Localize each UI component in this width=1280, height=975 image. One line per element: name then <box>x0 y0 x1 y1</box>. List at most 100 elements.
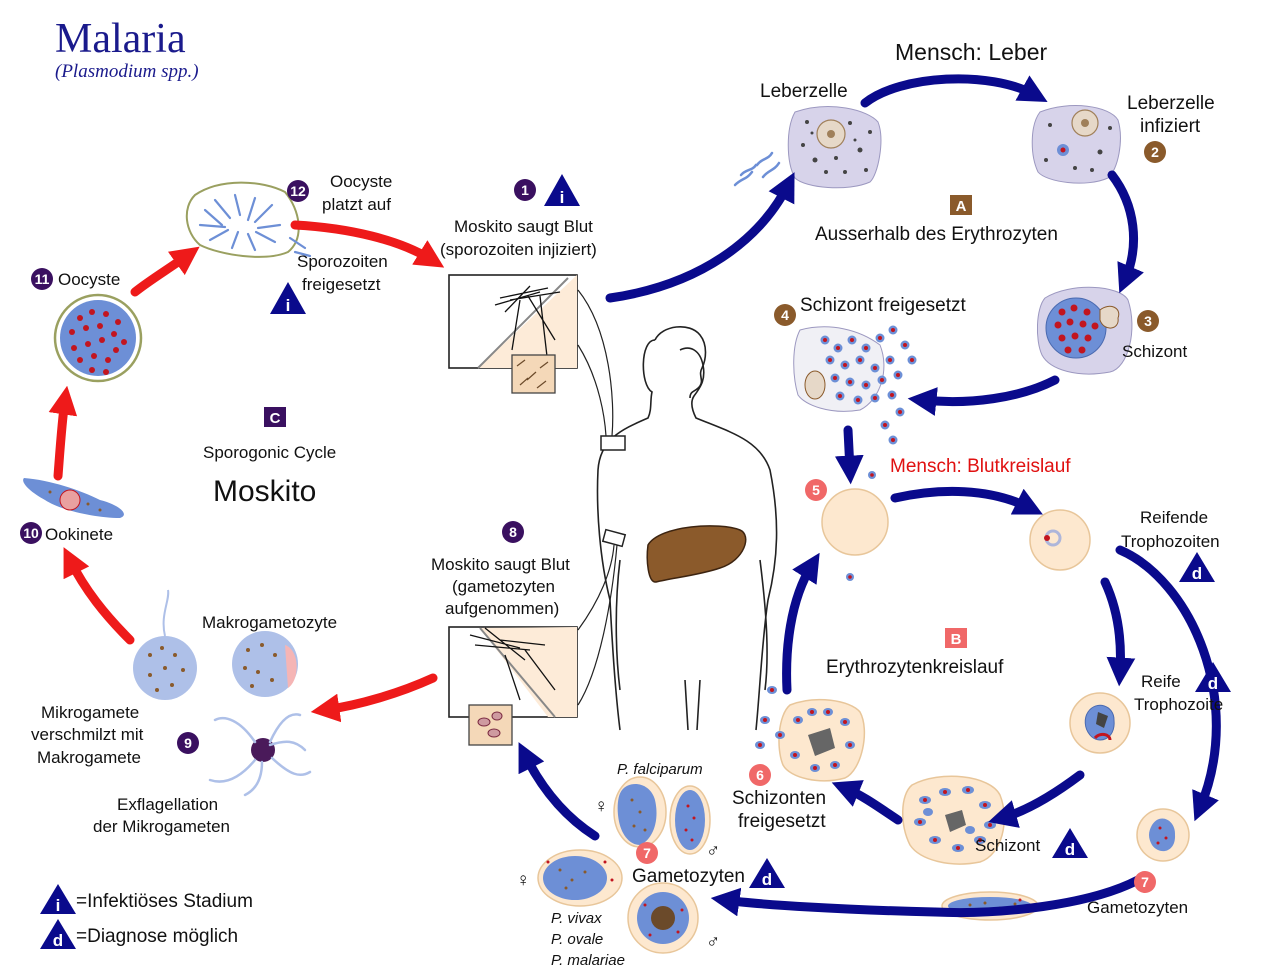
section-box-c: C <box>264 407 286 427</box>
label-erythrocyte-cycle: Erythrozytenkreislauf <box>826 657 1004 678</box>
zygote-fusion-image <box>133 589 197 700</box>
label-outside-erythrocyte: Ausserhalb des Erythrozyten <box>815 224 1058 245</box>
label-gametocytes-right: Gametozyten <box>1087 898 1188 917</box>
schizont-released <box>793 325 917 445</box>
label-p-falciparum: P. falciparum <box>617 761 703 778</box>
svg-text:i: i <box>286 296 291 315</box>
step-badge-8: 8 <box>502 521 524 543</box>
step-badge-6: 6 <box>749 764 771 786</box>
label-bite1-line2: (sporozoiten injiziert) <box>440 240 597 259</box>
oocyst-image <box>53 293 143 383</box>
label-sporozoites-1: Sporozoiten <box>297 252 388 271</box>
diagnostic-icon-mature-troph: d <box>1195 662 1231 693</box>
step-badge-5: 5 <box>805 479 827 501</box>
section-box-b: B <box>945 628 967 648</box>
label-fusion-2: verschmilzt mit <box>31 725 144 744</box>
label-fusion-1: Mikrogamete <box>41 703 139 722</box>
svg-text:7: 7 <box>1141 874 1149 890</box>
liver-cell-infected <box>1031 105 1121 184</box>
svg-text:d: d <box>1065 840 1075 859</box>
ookinete-image <box>23 478 124 518</box>
male-symbol-upper: ♂ <box>706 841 720 862</box>
connector-lines <box>577 289 618 706</box>
diagnostic-icon-immature-troph: d <box>1179 552 1215 583</box>
legend-infective-label: =Infektiöses Stadium <box>76 891 253 912</box>
liver-organ <box>646 525 747 583</box>
label-schizonts-released-2: freigesetzt <box>738 811 826 832</box>
step-badge-12: 12 <box>287 180 309 202</box>
legend-diagnostic-label: =Diagnose möglich <box>76 926 238 947</box>
label-schizont-released: Schizont freigesetzt <box>800 295 967 316</box>
svg-text:d: d <box>1208 674 1218 693</box>
svg-text:B: B <box>951 631 962 648</box>
svg-text:4: 4 <box>781 307 789 323</box>
svg-text:6: 6 <box>756 767 764 783</box>
diagram-title: Malaria <box>55 16 186 62</box>
svg-text:9: 9 <box>184 735 192 751</box>
blue-arrows <box>518 74 1221 918</box>
svg-text:1: 1 <box>521 182 529 198</box>
label-liver-schizont: Schizont <box>1122 342 1187 361</box>
svg-text:7: 7 <box>643 845 651 861</box>
svg-text:C: C <box>270 410 281 427</box>
label-immature-troph-1: Reifende <box>1140 508 1208 527</box>
exflagellation-image <box>208 713 312 797</box>
mosquito-bite-panel-8 <box>448 626 578 746</box>
male-symbol-lower: ♂ <box>706 932 720 953</box>
label-p-ovale: P. ovale <box>551 931 603 948</box>
rbc-schizont-ruptured <box>755 686 866 782</box>
label-gametocytes: Gametozyten <box>632 866 745 887</box>
heading-human-liver: Mensch: Leber <box>895 39 1047 65</box>
label-liver-cell-infected-2: infiziert <box>1140 116 1201 137</box>
svg-text:2: 2 <box>1151 144 1159 160</box>
label-oocyst-rupture-2: platzt auf <box>322 195 391 214</box>
label-bite8-line3: aufgenommen) <box>445 599 559 618</box>
gametocyte-falciparum-male <box>669 785 711 855</box>
label-bite8-line1: Moskito saugt Blut <box>431 555 570 574</box>
label-p-malariae: P. malariae <box>551 952 625 969</box>
legend-infective-icon: i <box>40 884 76 915</box>
diagram-subtitle: (Plasmodium spp.) <box>55 61 199 82</box>
label-exflagellation-2: der Mikrogameten <box>93 817 230 836</box>
svg-text:11: 11 <box>35 271 50 287</box>
label-sporogonic-cycle: Sporogonic Cycle <box>203 443 336 462</box>
gametocyte-vivax-male <box>627 882 699 954</box>
svg-text:10: 10 <box>23 525 39 541</box>
label-macrogametocyte: Makrogametozyte <box>202 613 337 632</box>
legend: i =Infektiöses Stadium d =Diagnose mögli… <box>40 884 253 950</box>
bite-site-upper <box>600 435 626 451</box>
step-badge-2: 2 <box>1144 141 1166 163</box>
label-bite8-line2: (gametozyten <box>452 577 555 596</box>
gametocyte-vivax-female <box>537 849 623 907</box>
sporozoites-injected <box>733 151 781 187</box>
infective-stage-icon-sporozoites: i <box>270 282 306 315</box>
rbc-gametocyte-right <box>1136 808 1190 862</box>
svg-text:d: d <box>1192 564 1202 583</box>
step-badge-7a: 7 <box>636 842 658 864</box>
svg-text:i: i <box>560 188 565 207</box>
oocyst-rupture-image <box>185 181 312 258</box>
label-mature-troph-2: Trophozoite <box>1134 695 1223 714</box>
heading-human-blood: Mensch: Blutkreislauf <box>890 456 1071 477</box>
label-bite1-line1: Moskito saugt Blut <box>454 217 593 236</box>
rbc-invaded <box>821 471 889 581</box>
rbc-blood-schizont <box>902 775 1005 865</box>
label-exflagellation-1: Exflagellation <box>117 795 218 814</box>
label-liver-cell: Leberzelle <box>760 81 848 102</box>
svg-text:8: 8 <box>509 524 517 540</box>
liver-schizont <box>1037 286 1133 375</box>
macrogametocyte-image <box>232 631 298 697</box>
label-blood-schizont: Schizont <box>975 836 1040 855</box>
label-p-vivax: P. vivax <box>551 910 602 927</box>
rbc-mature-trophozoite <box>1069 692 1131 754</box>
label-sporozoites-2: freigesetzt <box>302 275 381 294</box>
red-arrows <box>48 220 445 723</box>
legend-diagnostic-icon: d <box>40 919 76 950</box>
female-symbol-lower: ♀ <box>516 870 530 891</box>
svg-text:12: 12 <box>290 183 306 199</box>
bite-site-lower <box>601 528 627 548</box>
liver-cell <box>787 106 882 189</box>
label-immature-troph-2: Trophozoiten <box>1121 532 1220 551</box>
label-mature-troph-1: Reife <box>1141 672 1181 691</box>
